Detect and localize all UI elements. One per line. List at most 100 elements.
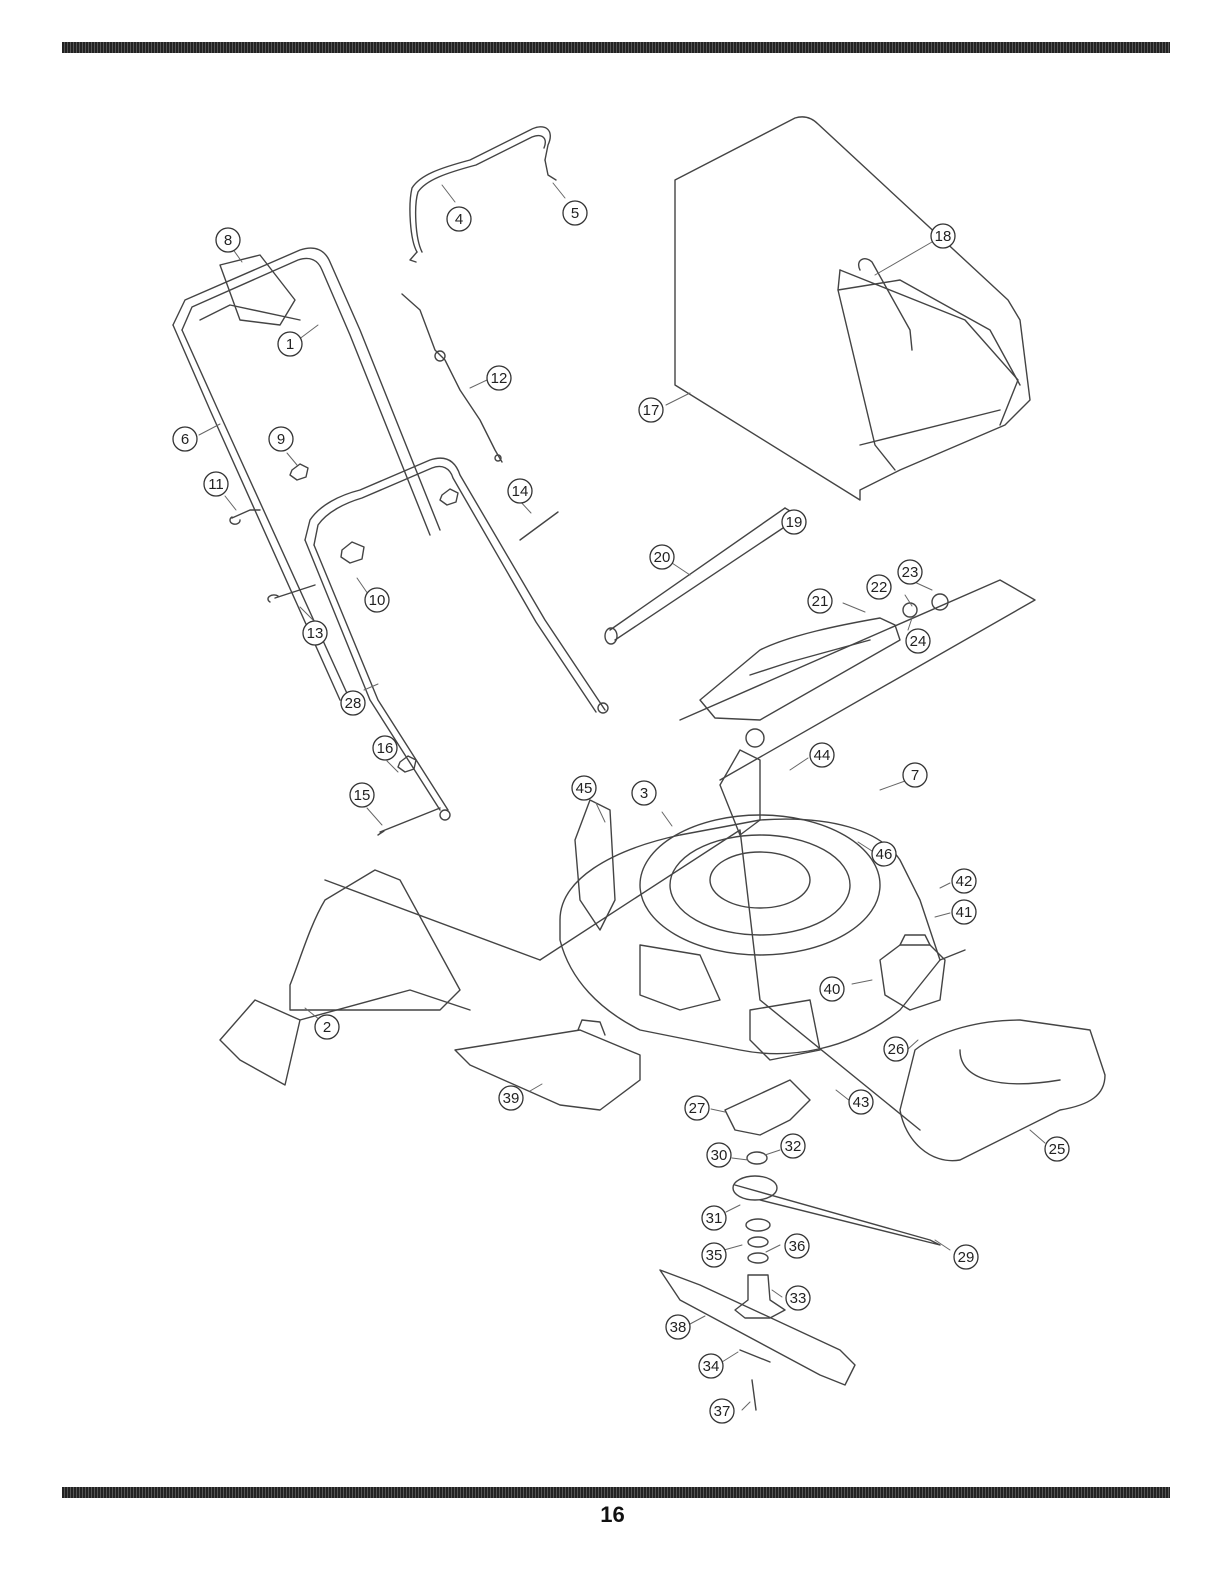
callout-number: 6 bbox=[181, 431, 189, 448]
part-callout-15: 15 bbox=[350, 783, 374, 807]
callout-number: 13 bbox=[307, 625, 324, 642]
part-callout-3: 3 bbox=[632, 781, 656, 805]
callout-number: 33 bbox=[790, 1290, 807, 1307]
part-callout-21: 21 bbox=[808, 589, 832, 613]
callout-number: 15 bbox=[354, 787, 371, 804]
callout-number: 23 bbox=[902, 564, 919, 581]
callout-number: 32 bbox=[785, 1138, 802, 1155]
callout-number: 44 bbox=[814, 747, 831, 764]
part-callout-12: 12 bbox=[487, 366, 511, 390]
callout-number: 17 bbox=[643, 402, 660, 419]
callout-number: 35 bbox=[706, 1247, 723, 1264]
bolt-14 bbox=[520, 512, 558, 540]
part-callout-44: 44 bbox=[810, 743, 834, 767]
part-callout-39: 39 bbox=[499, 1086, 523, 1110]
part-callout-22: 22 bbox=[867, 575, 891, 599]
part-callout-46: 46 bbox=[872, 842, 896, 866]
callout-number: 26 bbox=[888, 1041, 905, 1058]
mulch-plug bbox=[455, 1020, 640, 1110]
part-callout-14: 14 bbox=[508, 479, 532, 503]
callout-number: 19 bbox=[786, 514, 803, 531]
part-callout-6: 6 bbox=[173, 427, 197, 451]
carriage-bolt-13 bbox=[268, 585, 315, 602]
footer-rule bbox=[62, 1487, 1170, 1498]
callout-number: 27 bbox=[689, 1100, 706, 1117]
callout-number: 41 bbox=[956, 904, 973, 921]
part-callout-27: 27 bbox=[685, 1096, 709, 1120]
knob-9 bbox=[290, 464, 308, 480]
callout-number: 42 bbox=[956, 873, 973, 890]
part-callout-25: 25 bbox=[1045, 1137, 1069, 1161]
callout-number: 9 bbox=[277, 431, 285, 448]
callout-number: 10 bbox=[369, 592, 386, 609]
knob-upper bbox=[440, 489, 458, 505]
callout-number: 29 bbox=[958, 1249, 975, 1266]
part-callout-42: 42 bbox=[952, 869, 976, 893]
part-callout-18: 18 bbox=[931, 224, 955, 248]
part-callout-10: 10 bbox=[365, 588, 389, 612]
callout-number: 40 bbox=[824, 981, 841, 998]
callout-number: 45 bbox=[576, 780, 593, 797]
callout-number: 1 bbox=[286, 336, 294, 353]
rear-skirt bbox=[900, 1020, 1105, 1161]
part-callout-45: 45 bbox=[572, 776, 596, 800]
callout-number: 31 bbox=[706, 1210, 723, 1227]
part-callout-13: 13 bbox=[303, 621, 327, 645]
lower-handle bbox=[305, 458, 608, 820]
part-callout-34: 34 bbox=[699, 1354, 723, 1378]
callout-number: 30 bbox=[711, 1147, 728, 1164]
part-callout-40: 40 bbox=[820, 977, 844, 1001]
part-callout-7: 7 bbox=[903, 763, 927, 787]
page-number: 16 bbox=[0, 1502, 1225, 1528]
part-callout-31: 31 bbox=[702, 1206, 726, 1230]
part-callout-5: 5 bbox=[563, 201, 587, 225]
part-callout-4: 4 bbox=[447, 207, 471, 231]
callout-number: 7 bbox=[911, 767, 919, 784]
callout-number: 18 bbox=[935, 228, 952, 245]
part-callout-24: 24 bbox=[906, 629, 930, 653]
callout-number: 37 bbox=[714, 1403, 731, 1420]
part-callout-30: 30 bbox=[707, 1143, 731, 1167]
part-callout-16: 16 bbox=[373, 736, 397, 760]
callout-number: 24 bbox=[910, 633, 927, 650]
part-callout-8: 8 bbox=[216, 228, 240, 252]
pin-15 bbox=[378, 808, 440, 835]
part-callout-9: 9 bbox=[269, 427, 293, 451]
engine bbox=[880, 935, 965, 1010]
part-callout-19: 19 bbox=[782, 510, 806, 534]
part-callout-1: 1 bbox=[278, 332, 302, 356]
callout-number: 4 bbox=[455, 211, 463, 228]
callout-number: 2 bbox=[323, 1019, 331, 1036]
callout-number: 11 bbox=[208, 476, 224, 493]
part-callout-28: 28 bbox=[341, 691, 365, 715]
callout-number: 25 bbox=[1049, 1141, 1066, 1158]
callout-number: 14 bbox=[512, 483, 529, 500]
part-callout-32: 32 bbox=[781, 1134, 805, 1158]
part-callout-11: 11 bbox=[204, 472, 228, 496]
callout-number: 28 bbox=[345, 695, 362, 712]
part-callout-23: 23 bbox=[898, 560, 922, 584]
part-callout-2: 2 bbox=[315, 1015, 339, 1039]
callout-number: 21 bbox=[812, 593, 829, 610]
hinge-rod bbox=[605, 508, 805, 644]
part-callout-17: 17 bbox=[639, 398, 663, 422]
discharge-chute bbox=[220, 870, 540, 1085]
callout-number: 43 bbox=[853, 1094, 870, 1111]
grass-bag bbox=[675, 117, 1030, 500]
part-callout-26: 26 bbox=[884, 1037, 908, 1061]
rear-door bbox=[680, 580, 1035, 780]
callout-number: 36 bbox=[789, 1238, 806, 1255]
part-callout-43: 43 bbox=[849, 1090, 873, 1114]
callout-number: 16 bbox=[377, 740, 394, 757]
mower-deck bbox=[540, 750, 940, 1130]
callout-number: 3 bbox=[640, 785, 648, 802]
callout-number: 22 bbox=[871, 579, 888, 596]
part-callout-35: 35 bbox=[702, 1243, 726, 1267]
callout-number: 8 bbox=[224, 232, 232, 249]
callout-number: 5 bbox=[571, 205, 579, 222]
callout-number: 12 bbox=[491, 370, 508, 387]
part-callout-37: 37 bbox=[710, 1399, 734, 1423]
knob-10 bbox=[341, 542, 364, 563]
callout-number: 34 bbox=[703, 1358, 720, 1375]
